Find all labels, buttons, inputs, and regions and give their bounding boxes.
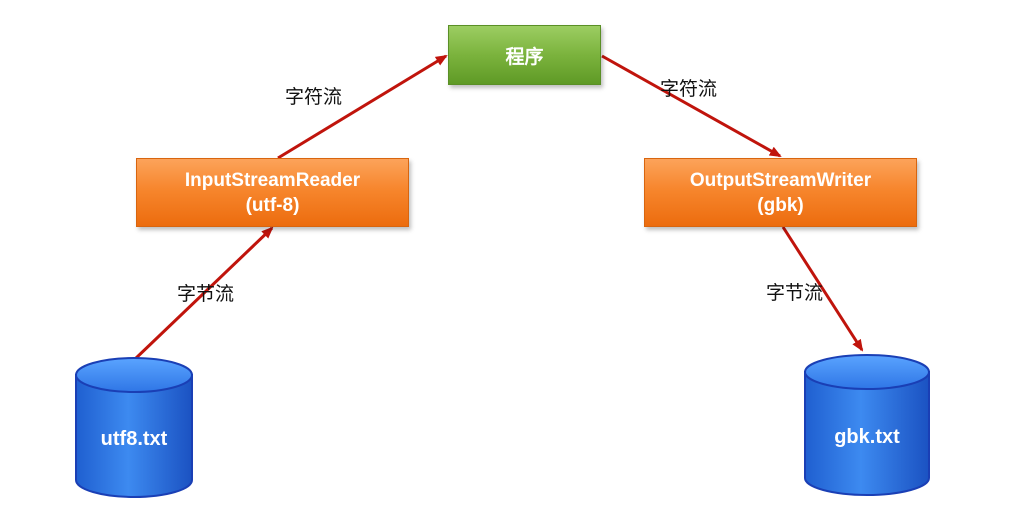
output-stream-writer-encoding: (gbk) — [757, 194, 804, 216]
arrow-writer-to-file — [781, 226, 864, 352]
output-stream-writer-node: OutputStreamWriter (gbk) — [644, 158, 917, 227]
arrow-program-to-writer — [601, 54, 782, 158]
edge-label-program-to-writer: 字符流 — [660, 78, 718, 100]
input-stream-reader-label: InputStreamReader — [184, 169, 361, 191]
arrow-reader-to-program — [277, 54, 448, 160]
input-stream-reader-node: InputStreamReader (utf-8) — [136, 158, 409, 227]
program-node-label: 程序 — [505, 46, 544, 68]
edge-label-writer-to-file: 字节流 — [766, 282, 824, 304]
source-file-label: utf8.txt — [100, 428, 168, 450]
database-icon-source — [75, 357, 193, 498]
program-node: 程序 — [448, 25, 601, 85]
target-file-label: gbk.txt — [834, 426, 900, 448]
edge-label-reader-to-program: 字符流 — [285, 86, 343, 108]
arrow-file-to-reader — [132, 226, 274, 362]
input-stream-reader-encoding: (utf-8) — [245, 194, 300, 216]
output-stream-writer-label: OutputStreamWriter — [689, 169, 872, 191]
edge-label-file-to-reader: 字节流 — [177, 283, 235, 305]
database-icon-target — [804, 354, 930, 496]
